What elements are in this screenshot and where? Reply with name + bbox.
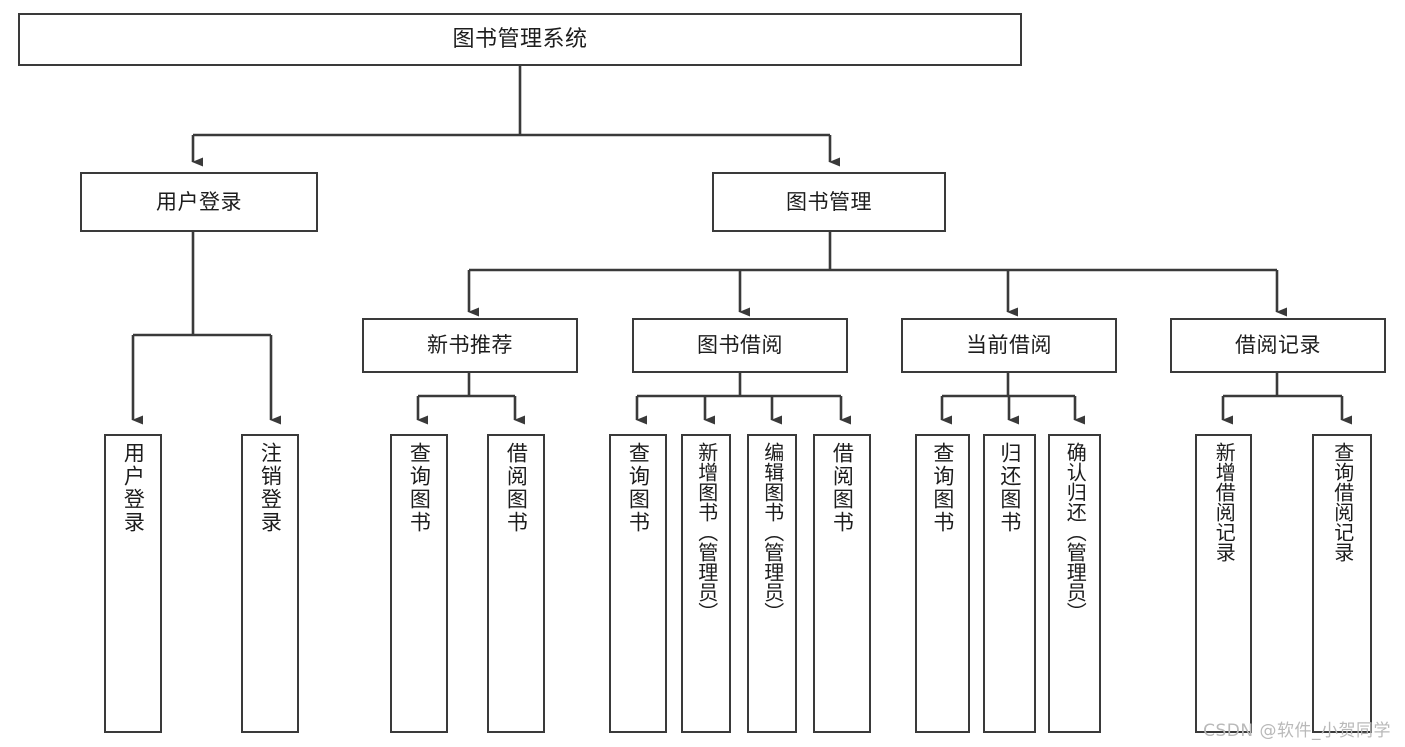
node-new-book-recommend-label: 新书推荐 [427,333,513,358]
node-book-manage[interactable]: 图书管理 [712,172,946,232]
leaf-book-borrow-query[interactable]: 查询图书 [609,434,667,733]
leaf-current-borrow-return[interactable]: 归还图书 [983,434,1036,733]
leaf-new-book-query[interactable]: 查询图书 [390,434,448,733]
leaf-borrow-record-add[interactable]: 新增借阅记录 [1195,434,1252,733]
node-borrow-record[interactable]: 借阅记录 [1170,318,1386,373]
node-current-borrow-label: 当前借阅 [966,333,1052,358]
leaf-book-borrow-borrow[interactable]: 借阅图书 [813,434,871,733]
leaf-current-borrow-return-label: 归还图书 [997,442,1022,534]
leaf-current-borrow-query-label: 查询图书 [930,442,955,534]
node-book-borrow-label: 图书借阅 [697,333,783,358]
leaf-new-book-borrow-label: 借阅图书 [504,442,529,534]
leaf-current-borrow-confirm-label: 确认归还（管理员） [1063,442,1088,622]
leaf-book-borrow-edit-label: 编辑图书（管理员） [760,442,785,622]
leaf-user-login-signout[interactable]: 注销登录 [241,434,299,733]
node-new-book-recommend[interactable]: 新书推荐 [362,318,578,373]
leaf-current-borrow-confirm[interactable]: 确认归还（管理员） [1048,434,1101,733]
leaf-user-login-signout-label: 注销登录 [258,442,283,534]
leaf-book-borrow-add-label: 新增图书（管理员） [694,442,719,622]
node-user-login[interactable]: 用户登录 [80,172,318,232]
node-book-manage-label: 图书管理 [786,189,872,214]
leaf-current-borrow-query[interactable]: 查询图书 [915,434,970,733]
leaf-user-login-signin[interactable]: 用户登录 [104,434,162,733]
node-root-system[interactable]: 图书管理系统 [18,13,1022,66]
node-book-borrow[interactable]: 图书借阅 [632,318,848,373]
node-root-system-label: 图书管理系统 [452,26,588,52]
leaf-user-login-signin-label: 用户登录 [121,442,146,534]
csdn-watermark: CSDN @软件_小贺同学 [1203,721,1391,741]
leaf-book-borrow-add[interactable]: 新增图书（管理员） [681,434,731,733]
leaf-borrow-record-query-label: 查询借阅记录 [1330,442,1355,562]
leaf-book-borrow-borrow-label: 借阅图书 [830,442,855,534]
leaf-borrow-record-add-label: 新增借阅记录 [1212,442,1237,562]
leaf-new-book-borrow[interactable]: 借阅图书 [487,434,545,733]
node-borrow-record-label: 借阅记录 [1235,333,1321,358]
leaf-book-borrow-query-label: 查询图书 [626,442,651,534]
leaf-book-borrow-edit[interactable]: 编辑图书（管理员） [747,434,797,733]
node-current-borrow[interactable]: 当前借阅 [901,318,1117,373]
node-user-login-label: 用户登录 [156,189,242,214]
leaf-new-book-query-label: 查询图书 [407,442,432,534]
leaf-borrow-record-query[interactable]: 查询借阅记录 [1312,434,1372,733]
